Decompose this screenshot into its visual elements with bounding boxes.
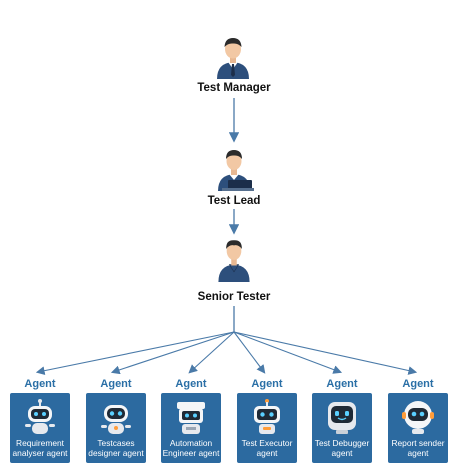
agent-name: Automation Engineer agent (162, 438, 220, 458)
robot-icon (25, 399, 55, 434)
agent-name: Testcases designer agent (88, 438, 144, 458)
robot-icon (177, 402, 205, 434)
agent-tag: Agent (326, 378, 358, 390)
agent-name: Requirement analyser agent (12, 438, 68, 458)
role-label-senior-tester: Senior Tester (197, 291, 271, 303)
agent-tag: Agent (100, 378, 132, 390)
person-icon (218, 240, 250, 282)
agent-tag: Agent (175, 378, 207, 390)
agent-name: Test Executor agent (241, 438, 293, 458)
agent-tag: Agent (402, 378, 434, 390)
agent-card-testcases-designer: Testcases designer agent (86, 393, 146, 463)
agent-card-test-debugger: Test Debugger agent (312, 393, 372, 463)
person-icon (218, 150, 254, 191)
person-icon (217, 38, 249, 79)
robot-icon (101, 405, 131, 434)
agent-tag: Agent (24, 378, 56, 390)
role-label-test-manager: Test Manager (197, 82, 271, 94)
role-label-test-lead: Test Lead (207, 195, 261, 207)
robot-icon (328, 402, 356, 434)
robot-icon (402, 401, 434, 434)
robot-icon (254, 399, 280, 434)
fan-lines (35, 331, 418, 375)
agent-card-automation-engineer: Automation Engineer agent (161, 393, 221, 463)
agent-card-test-executor: Test Executor agent (237, 393, 297, 463)
agent-tag: Agent (251, 378, 283, 390)
agent-name: Test Debugger agent (314, 438, 370, 458)
agent-name: Report sender agent (391, 438, 445, 458)
agent-card-report-sender: Report sender agent (388, 393, 448, 463)
agent-card-requirement-analyser: Requirement analyser agent (10, 393, 70, 463)
